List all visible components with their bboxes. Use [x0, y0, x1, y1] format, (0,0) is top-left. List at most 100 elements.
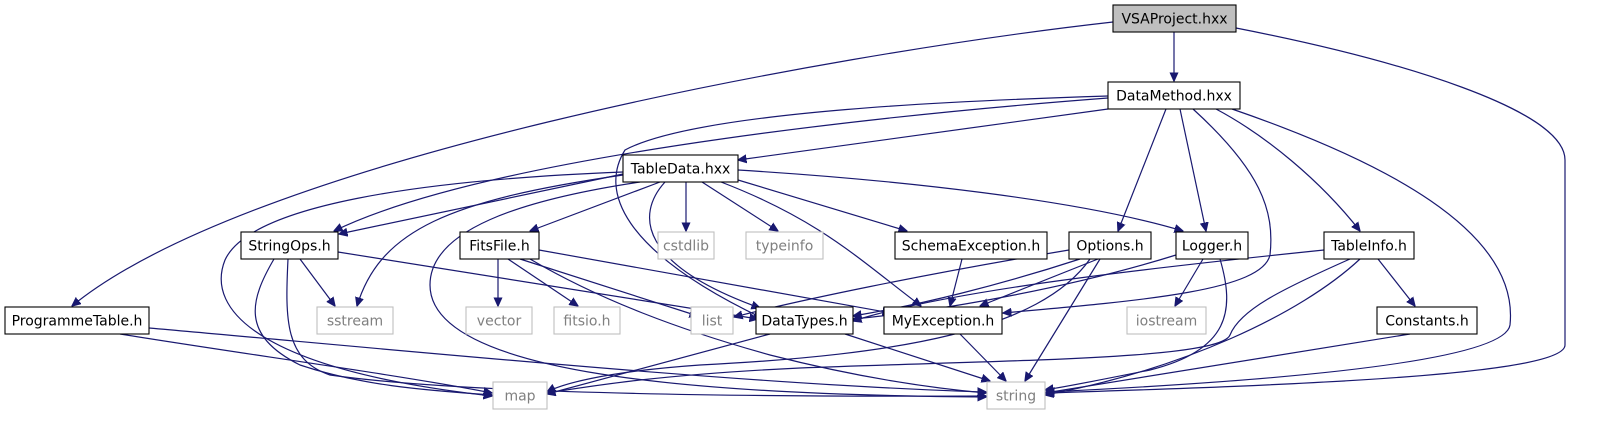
edge-arrow — [701, 181, 778, 231]
edge-arrow — [649, 181, 760, 308]
edge-schemaexception-to-myexception — [950, 258, 963, 306]
node-label: DataMethod.hxx — [1116, 89, 1232, 105]
node-box — [553, 306, 621, 335]
node-stringops[interactable]: StringOps.h — [240, 231, 339, 260]
node-typeinfo: typeinfo — [745, 231, 824, 260]
edge-arrow — [529, 258, 986, 393]
node-label: string — [996, 389, 1036, 405]
node-box — [1323, 231, 1415, 260]
node-box — [1068, 231, 1152, 260]
edge-stringops-to-map — [254, 258, 492, 395]
node-logger[interactable]: Logger.h — [1175, 231, 1249, 260]
edge-arrow — [1003, 108, 1272, 313]
node-label: typeinfo — [756, 239, 814, 255]
node-label: vector — [477, 314, 522, 330]
node-label: iostream — [1136, 314, 1198, 330]
node-label: list — [702, 314, 723, 330]
node-vsaproject[interactable]: VSAProject.hxx — [1112, 4, 1237, 33]
edge-arrow — [547, 258, 1091, 392]
edge-arrow — [1045, 258, 1361, 395]
node-datamethod[interactable]: DataMethod.hxx — [1107, 81, 1241, 110]
edge-options-to-datatypes — [853, 258, 1081, 316]
edge-tabledata-to-string — [429, 181, 986, 397]
node-box — [883, 306, 1003, 335]
node-label: cstdlib — [663, 239, 709, 255]
edge-stringops-to-sstream — [299, 258, 335, 306]
edge-arrow — [1118, 108, 1167, 231]
edge-options-to-myexception — [980, 258, 1099, 306]
node-fitsio: fitsio.h — [553, 306, 621, 335]
edge-tabledata-to-datatypes — [649, 181, 760, 308]
edge-tableinfo-to-constants — [1377, 258, 1415, 306]
node-label: map — [504, 389, 535, 405]
edge-datamethod-to-stringops — [334, 97, 1109, 231]
node-fitsfile[interactable]: FitsFile.h — [459, 231, 540, 260]
node-tabledata[interactable]: TableData.hxx — [622, 154, 739, 183]
node-schemaexception[interactable]: SchemaException.h — [894, 231, 1048, 260]
edge-vsaproject-to-programmetable — [72, 21, 1114, 306]
node-datatypes[interactable]: DataTypes.h — [755, 306, 854, 335]
edge-tabledata-to-myexception — [720, 181, 921, 306]
node-box — [755, 306, 854, 335]
edge-arrow — [286, 258, 986, 396]
node-box — [894, 231, 1048, 260]
edge-datatypes-to-map — [547, 333, 771, 394]
edge-arrow — [530, 181, 661, 231]
edge-vsaproject-to-string — [1046, 27, 1566, 393]
node-label: SchemaException.h — [902, 239, 1041, 255]
edge-arrow — [738, 108, 1109, 160]
edge-fitsfile-to-list — [519, 258, 698, 316]
node-box — [690, 306, 734, 335]
node-box — [1112, 4, 1237, 33]
edge-arrow — [357, 174, 624, 306]
node-box — [240, 231, 339, 260]
node-programmetable[interactable]: ProgrammeTable.h — [4, 306, 150, 335]
edge-tabledata-to-schemaexception — [737, 179, 907, 231]
node-box — [745, 231, 824, 260]
node-box — [459, 231, 540, 260]
node-box — [316, 306, 394, 335]
node-list: list — [690, 306, 734, 335]
node-box — [1175, 231, 1249, 260]
node-options[interactable]: Options.h — [1068, 231, 1152, 260]
node-label: TableInfo.h — [1330, 239, 1407, 255]
node-myexception[interactable]: MyException.h — [883, 306, 1003, 335]
node-label: sstream — [327, 314, 383, 330]
edge-arrow — [1045, 333, 1411, 393]
node-label: Logger.h — [1182, 239, 1242, 255]
edge-stringops-to-string — [286, 258, 986, 396]
node-iostream: iostream — [1126, 306, 1207, 335]
node-label: FitsFile.h — [469, 239, 529, 255]
edge-arrow — [1377, 258, 1415, 306]
edge-tableinfo-to-map — [547, 258, 1351, 393]
edge-arrow — [959, 333, 1006, 381]
node-map: map — [492, 381, 548, 410]
node-tableinfo[interactable]: TableInfo.h — [1323, 231, 1415, 260]
edge-datamethod-to-tabledata — [738, 108, 1109, 160]
node-label: VSAProject.hxx — [1121, 12, 1227, 28]
edge-tabledata-to-sstream — [357, 174, 624, 306]
edge-datamethod-to-myexception — [1003, 108, 1272, 313]
edge-arrow — [1179, 108, 1206, 231]
edge-fitsfile-to-string — [529, 258, 986, 393]
edge-arrow — [119, 333, 492, 393]
node-label: DataTypes.h — [761, 314, 847, 330]
edge-logger-to-string — [1045, 258, 1228, 390]
node-label: StringOps.h — [248, 239, 330, 255]
node-label: fitsio.h — [563, 314, 610, 330]
edge-arrow — [148, 327, 986, 392]
edge-datatypes-to-string — [844, 333, 990, 381]
edge-arrow — [334, 97, 1109, 231]
edges-layer — [72, 21, 1566, 397]
node-box — [1376, 306, 1478, 335]
edge-arrow — [844, 333, 990, 381]
edge-arrow — [950, 258, 963, 306]
edge-fitsfile-to-fitsio — [507, 258, 578, 306]
node-constants[interactable]: Constants.h — [1376, 306, 1478, 335]
edge-tabledata-to-typeinfo — [701, 181, 778, 231]
edge-tableinfo-to-string — [1045, 258, 1361, 395]
node-sstream: sstream — [316, 306, 394, 335]
edge-arrow — [72, 21, 1114, 306]
edge-arrow — [547, 258, 1351, 393]
